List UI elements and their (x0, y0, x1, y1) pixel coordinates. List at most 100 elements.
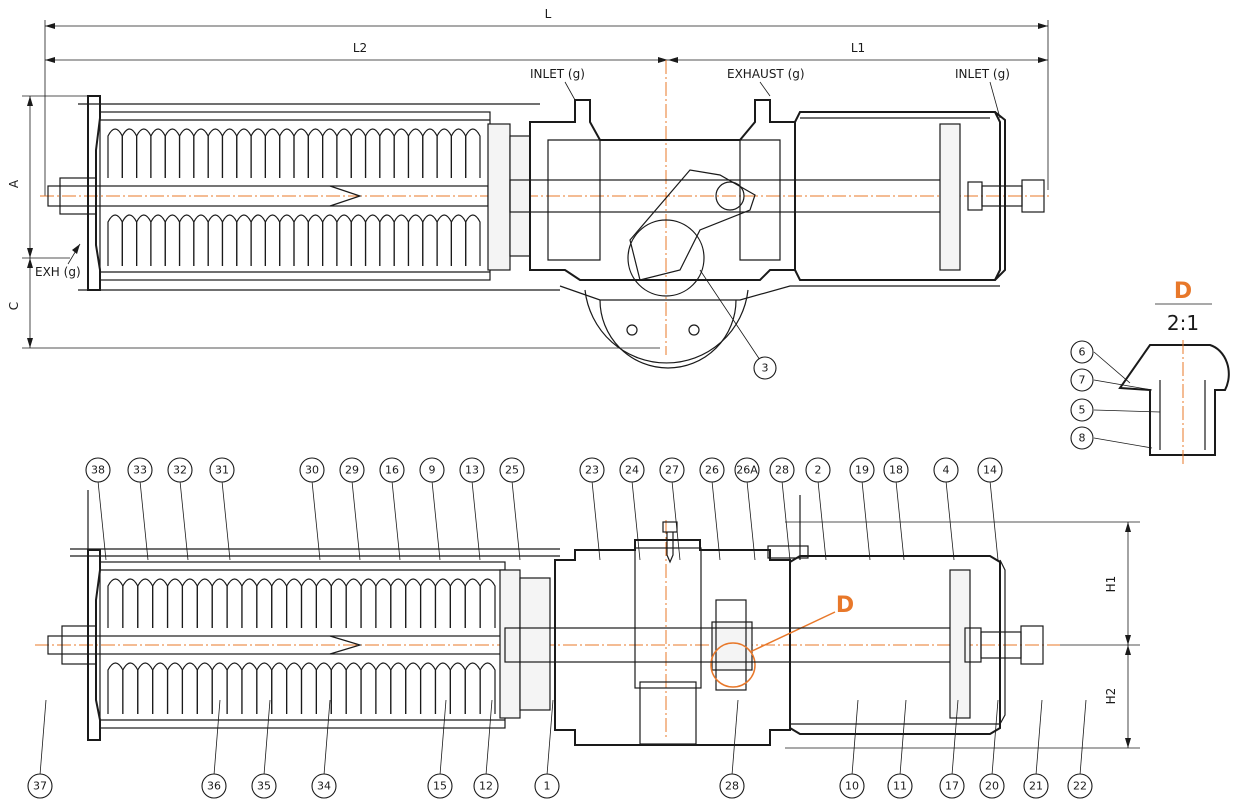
inlet-right-label: INLET (g) (955, 67, 1010, 81)
spring-coil (330, 578, 347, 628)
svg-text:33: 33 (133, 464, 147, 477)
spring-coil (226, 662, 243, 714)
spring-coil (152, 578, 169, 628)
spring-coil (107, 214, 123, 266)
section-view: H1 H2 D (35, 490, 1140, 749)
spring-coil (196, 578, 213, 628)
callout-34: 34 (311, 699, 337, 799)
dimension-L: L (44, 7, 1049, 196)
spring-coil (221, 214, 238, 266)
svg-text:22: 22 (1073, 780, 1087, 793)
detail-callout-7: 7 (1070, 368, 1094, 392)
exh-label: EXH (g) (35, 265, 81, 279)
spring-coil (293, 214, 309, 266)
svg-text:34: 34 (317, 780, 331, 793)
detail-scale: 2:1 (1167, 311, 1199, 335)
callout-24: 24 (619, 457, 645, 561)
spring-coil (137, 578, 154, 628)
spring-coil (407, 214, 424, 266)
spring-coil (250, 214, 266, 266)
spring-coil (107, 578, 124, 628)
callout-26: 26 (699, 457, 725, 561)
spring-coil (345, 662, 362, 714)
svg-text:5: 5 (1079, 404, 1086, 417)
spring-coil (450, 128, 467, 178)
detail-callout-8: 8 (1070, 426, 1094, 450)
spring-coil (226, 578, 243, 628)
spring-coil (393, 214, 410, 266)
spring-coil (250, 128, 266, 178)
spring-coil (422, 128, 438, 178)
callout-10: 10 (839, 699, 865, 799)
callout-17: 17 (939, 699, 965, 799)
callout-14: 14 (977, 457, 1003, 561)
spring-coil (152, 662, 169, 714)
svg-text:16: 16 (385, 464, 399, 477)
spring-coil (207, 214, 224, 266)
spring-coil (322, 214, 338, 266)
callout-1: 1 (534, 699, 560, 799)
spring-coil (422, 214, 438, 266)
spring-coil (364, 214, 381, 266)
svg-text:3: 3 (762, 362, 769, 375)
spring-coil (360, 578, 377, 628)
callout-19: 19 (849, 457, 875, 561)
spring-coil (379, 128, 395, 178)
svg-text:7: 7 (1079, 374, 1086, 387)
detail-D-callout-letter: D (836, 593, 854, 618)
spring-coil (350, 128, 367, 178)
spring-coil (360, 662, 377, 714)
svg-text:15: 15 (433, 780, 447, 793)
spring-coil (350, 214, 367, 266)
spring-coil (364, 128, 381, 178)
callout-3: 3 (753, 356, 777, 380)
spring-coil (271, 662, 288, 714)
spring-coil (150, 214, 166, 266)
callout-25: 25 (499, 457, 525, 561)
svg-text:1: 1 (544, 780, 551, 793)
spring-coil (121, 214, 138, 266)
svg-text:31: 31 (215, 464, 229, 477)
spring-lower-section (107, 662, 496, 714)
spring-coil (434, 662, 451, 714)
spring-coil (336, 128, 352, 178)
dim-H2-label: H2 (1104, 688, 1118, 705)
exhaust-label: EXHAUST (g) (727, 67, 805, 81)
callout-37: 37 (27, 699, 53, 799)
spring-coil (315, 662, 332, 714)
callout-32: 32 (167, 457, 193, 561)
spring-coil (390, 578, 407, 628)
spring-coil (236, 128, 252, 178)
spring-coil (436, 128, 452, 178)
spring-coil (434, 578, 451, 628)
spring-coil (241, 662, 258, 714)
svg-text:29: 29 (345, 464, 359, 477)
spring-coil (450, 214, 467, 266)
svg-text:28: 28 (775, 464, 789, 477)
detail-callout-5: 5 (1070, 398, 1094, 422)
svg-text:9: 9 (429, 464, 436, 477)
spring-upper (107, 128, 481, 178)
callout-31: 31 (209, 457, 235, 561)
svg-text:23: 23 (585, 464, 599, 477)
svg-text:19: 19 (855, 464, 869, 477)
svg-text:37: 37 (33, 780, 47, 793)
spring-coil (221, 128, 238, 178)
spring-coil (122, 578, 139, 628)
callout-33: 33 (127, 457, 153, 561)
svg-text:27: 27 (665, 464, 679, 477)
dim-L-label: L (545, 7, 552, 21)
spring-coil (315, 578, 332, 628)
spring-coil (196, 662, 213, 714)
spring-coil (436, 214, 452, 266)
svg-text:10: 10 (845, 780, 859, 793)
svg-text:32: 32 (173, 464, 187, 477)
svg-text:17: 17 (945, 780, 959, 793)
svg-text:25: 25 (505, 464, 519, 477)
svg-text:24: 24 (625, 464, 639, 477)
spring-coil (419, 578, 437, 628)
spring-coil (181, 578, 198, 628)
